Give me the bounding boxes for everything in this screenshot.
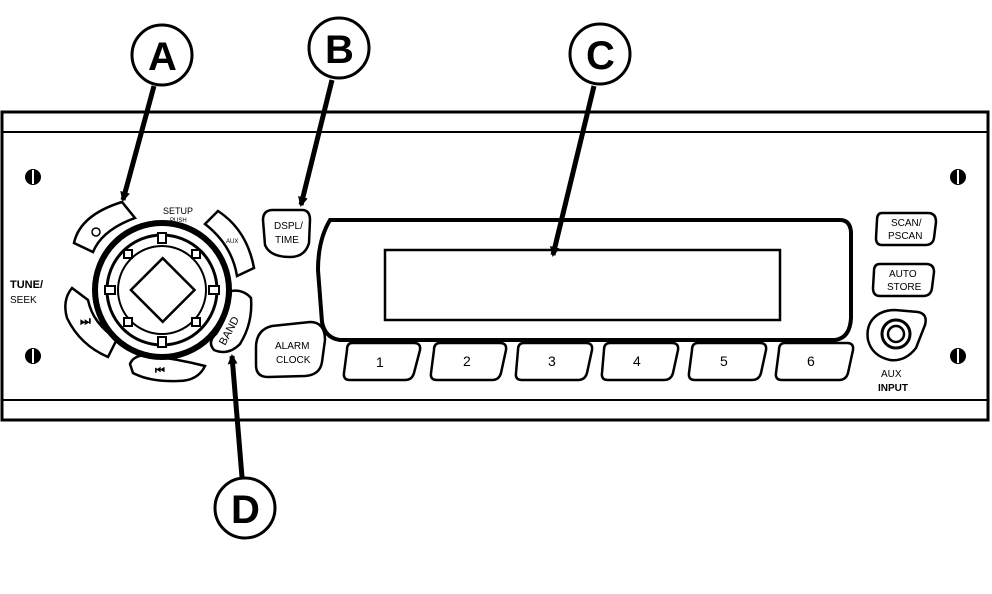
aux-input-label: AUX bbox=[881, 369, 902, 380]
seek-label: SEEK bbox=[10, 295, 37, 306]
callout-d: D bbox=[213, 354, 277, 540]
callout-b-arrow bbox=[298, 79, 335, 207]
tune-label: TUNE/ bbox=[10, 279, 43, 291]
preset-6-label: 6 bbox=[807, 353, 815, 369]
tune-knob[interactable] bbox=[92, 220, 232, 360]
alarm-clock-button[interactable]: ALARM CLOCK bbox=[254, 320, 327, 379]
aux-button[interactable]: AUX bbox=[203, 209, 256, 278]
time-label: TIME bbox=[275, 235, 299, 246]
aux-button-label: AUX bbox=[226, 239, 238, 245]
setup-label: SETUP bbox=[163, 206, 193, 216]
preset-5-label: 5 bbox=[720, 353, 728, 369]
callout-b-letter: B bbox=[325, 28, 354, 72]
display-window bbox=[315, 218, 853, 342]
callout-b: B bbox=[298, 16, 371, 207]
alarm-label: ALARM bbox=[275, 341, 309, 352]
preset-5-button[interactable]: 5 bbox=[687, 341, 768, 382]
callout-a-arrow bbox=[120, 85, 157, 202]
aux-input-jack[interactable] bbox=[866, 308, 927, 362]
callout-c-arrow bbox=[550, 85, 597, 257]
auto-store-button[interactable]: AUTO STORE bbox=[871, 262, 936, 298]
pscan-label: PSCAN bbox=[888, 231, 922, 242]
screw-top-right bbox=[950, 169, 966, 185]
scan-label: SCAN/ bbox=[891, 218, 922, 229]
seek-back-icon: ⏮ bbox=[155, 365, 165, 377]
power-button[interactable] bbox=[72, 200, 138, 254]
seek-forward-button[interactable]: ⏭ bbox=[64, 286, 119, 359]
screw-bottom-left bbox=[25, 348, 41, 364]
callout-d-arrow bbox=[227, 354, 245, 478]
store-label: STORE bbox=[887, 282, 922, 293]
preset-4-button[interactable]: 4 bbox=[600, 341, 680, 382]
preset-4-label: 4 bbox=[633, 353, 641, 369]
preset-3-button[interactable]: 3 bbox=[514, 341, 594, 382]
scan-pscan-button[interactable]: SCAN/ PSCAN bbox=[874, 211, 938, 247]
dspl-time-button[interactable]: DSPL/ TIME bbox=[261, 208, 312, 259]
callout-a: A bbox=[120, 23, 194, 202]
seek-forward-icon: ⏭ bbox=[80, 314, 91, 328]
callout-c: C bbox=[550, 22, 632, 257]
auto-label: AUTO bbox=[889, 269, 917, 280]
screw-top-left bbox=[25, 169, 41, 185]
power-icon bbox=[91, 227, 101, 237]
callout-a-letter: A bbox=[148, 35, 177, 79]
clock-label: CLOCK bbox=[276, 355, 311, 366]
preset-2-label: 2 bbox=[463, 353, 471, 369]
callout-c-letter: C bbox=[586, 34, 615, 78]
preset-1-button[interactable]: 1 bbox=[342, 341, 422, 382]
preset-3-label: 3 bbox=[548, 353, 556, 369]
input-label: INPUT bbox=[878, 383, 908, 394]
preset-1-label: 1 bbox=[376, 354, 384, 370]
screw-bottom-right bbox=[950, 348, 966, 364]
dspl-label: DSPL/ bbox=[274, 221, 303, 232]
push-label: PUSH bbox=[170, 218, 187, 224]
display-screen bbox=[383, 248, 782, 322]
callout-d-letter: D bbox=[231, 488, 260, 532]
preset-2-button[interactable]: 2 bbox=[429, 341, 508, 382]
preset-6-button[interactable]: 6 bbox=[774, 341, 855, 382]
